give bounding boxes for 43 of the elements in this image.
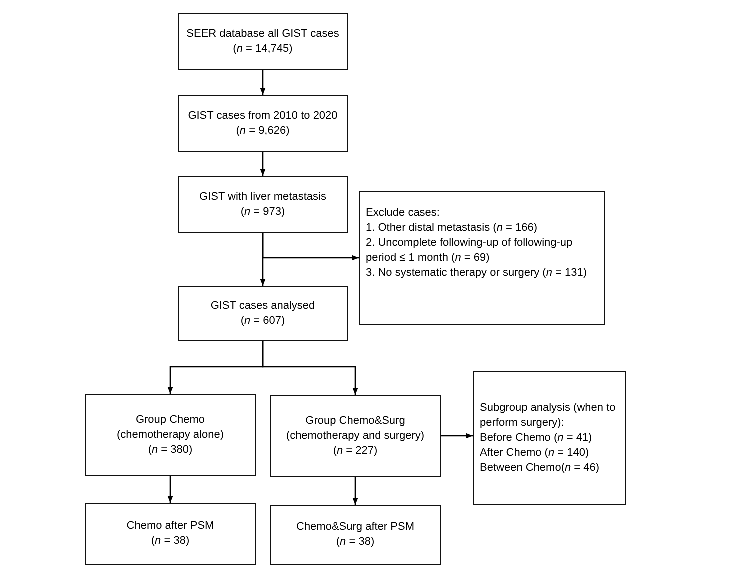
arrow bbox=[262, 341, 358, 395]
arrow bbox=[260, 152, 266, 176]
box-title: Subgroup analysis (when to perform surgery): bbox=[480, 400, 617, 430]
box-detail: 2. Uncomplete following-up of following-up period ≤ 1 month (n = 69) bbox=[366, 236, 574, 266]
box-detail: (chemotherapy and surgery) bbox=[286, 428, 425, 444]
process-box bbox=[178, 286, 348, 341]
box-detail: 1. Other distal metastasis (n = 166) bbox=[366, 221, 538, 236]
box-detail: (chemotherapy alone) bbox=[116, 428, 224, 442]
box-title: GIST with liver metastasis bbox=[200, 190, 326, 204]
box-title: GIST cases analysed bbox=[210, 298, 316, 314]
box-title: SEER database all GIST cases bbox=[186, 26, 340, 42]
box-title: Chemo after PSM bbox=[126, 519, 214, 534]
box-detail: 3. No systematic therapy or surgery (n = 131) bbox=[366, 266, 588, 281]
arrow bbox=[262, 233, 359, 261]
process-box bbox=[178, 95, 348, 152]
box-detail: (n = 9,626) bbox=[236, 124, 290, 138]
process-box bbox=[270, 395, 441, 477]
arrow bbox=[441, 433, 473, 439]
box-detail: (n = 38) bbox=[336, 535, 375, 550]
box-detail: Between Chemo(n = 46) bbox=[480, 460, 600, 476]
box-detail: (n = 973) bbox=[240, 204, 286, 220]
box-title: GIST cases from 2010 to 2020 bbox=[188, 108, 338, 124]
process-box bbox=[178, 176, 348, 233]
process-box bbox=[178, 13, 348, 70]
box-detail: After Chemo (n = 140) bbox=[480, 446, 590, 460]
process-box bbox=[473, 371, 626, 505]
box-title: Exclude cases: bbox=[366, 206, 440, 221]
box-title: Chemo&Surg after PSM bbox=[296, 520, 414, 535]
box-title: Group Chemo&Surg bbox=[306, 414, 406, 428]
box-title: Group Chemo bbox=[136, 412, 206, 428]
box-detail: Before Chemo (n = 41) bbox=[480, 430, 592, 446]
box-detail: (n = 380) bbox=[148, 442, 193, 458]
arrow bbox=[352, 477, 358, 505]
box-detail: (n = 607) bbox=[240, 314, 286, 328]
box-detail: (n = 38) bbox=[151, 534, 190, 549]
box-detail: (n = 227) bbox=[333, 444, 378, 458]
arrow bbox=[260, 70, 266, 95]
process-box bbox=[270, 505, 441, 565]
process-box bbox=[359, 191, 605, 325]
box-detail: (n = 14,745) bbox=[233, 42, 293, 56]
process-box bbox=[85, 394, 256, 476]
arrow bbox=[168, 476, 174, 503]
process-box bbox=[85, 503, 256, 565]
